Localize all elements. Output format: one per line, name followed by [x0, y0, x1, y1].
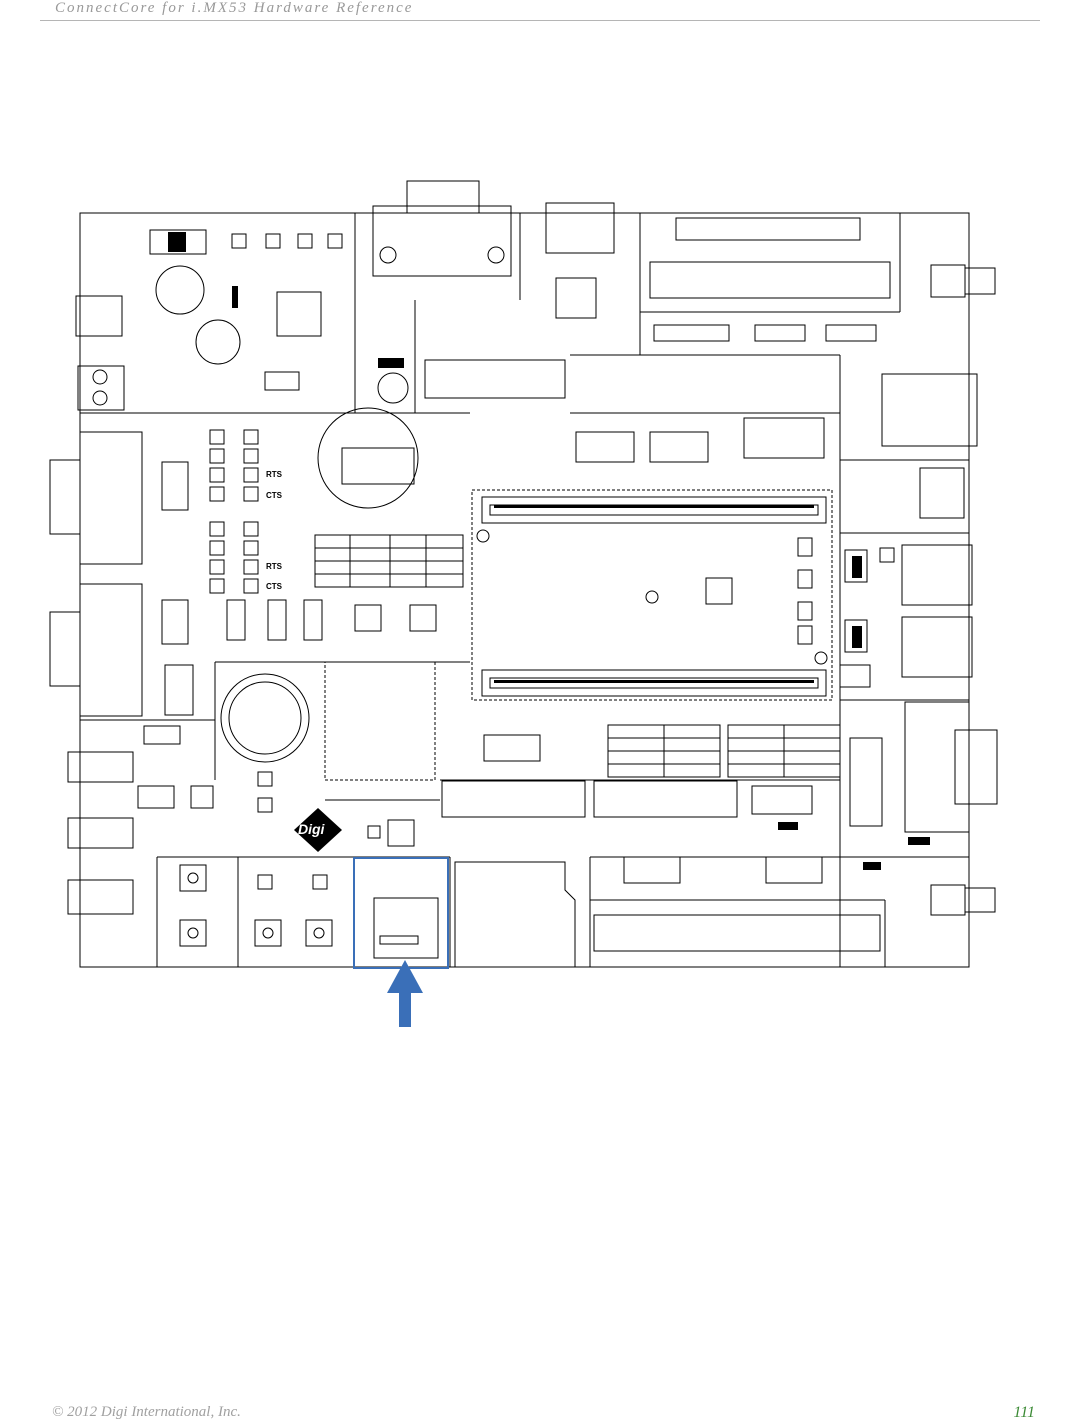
microsd-socket	[374, 898, 438, 958]
db9-left-2	[50, 612, 80, 686]
silk-cts-2: CTS	[266, 582, 282, 591]
db9-left-1	[50, 460, 80, 534]
header-idc-2	[594, 781, 737, 817]
header-idc-1	[442, 781, 585, 817]
sma-top-antenna	[931, 265, 965, 297]
usb-top-connector	[546, 203, 614, 253]
usb-right-1	[902, 545, 972, 605]
wireless-module	[325, 662, 435, 780]
ethernet-jack	[882, 374, 977, 446]
usb-right-2	[902, 617, 972, 677]
header-idc-top	[650, 262, 890, 298]
silk-rts-2: RTS	[266, 562, 282, 571]
audio-jack-3	[68, 880, 133, 914]
digi-logo-text: Digi	[298, 821, 324, 837]
coin-cell-large	[318, 408, 418, 508]
footer-copyright: © 2012 Digi International, Inc.	[52, 1404, 241, 1421]
header-top-center	[425, 360, 565, 398]
module-connector-top	[482, 497, 826, 523]
page-number: 111	[1013, 1404, 1035, 1422]
pointer-arrow	[387, 960, 423, 1027]
screw-terminal	[78, 366, 124, 410]
db9-right	[955, 730, 997, 804]
sd-card-slot	[455, 862, 575, 967]
coin-cell-top	[156, 266, 204, 314]
coin-cell-bottom	[221, 674, 309, 762]
module-outline	[472, 490, 832, 700]
audio-jack-2	[68, 818, 133, 848]
silk-rts-1: RTS	[266, 470, 282, 479]
pad-field	[210, 234, 894, 889]
microsd-highlight-box	[354, 858, 448, 968]
board-outline	[80, 213, 969, 967]
expansion-header	[594, 915, 880, 951]
power-jack	[76, 296, 122, 336]
silk-cts-1: CTS	[266, 491, 282, 500]
db9-top-connector	[407, 181, 479, 213]
sma-bottom-antenna	[931, 885, 965, 915]
audio-jack-1	[68, 752, 133, 782]
